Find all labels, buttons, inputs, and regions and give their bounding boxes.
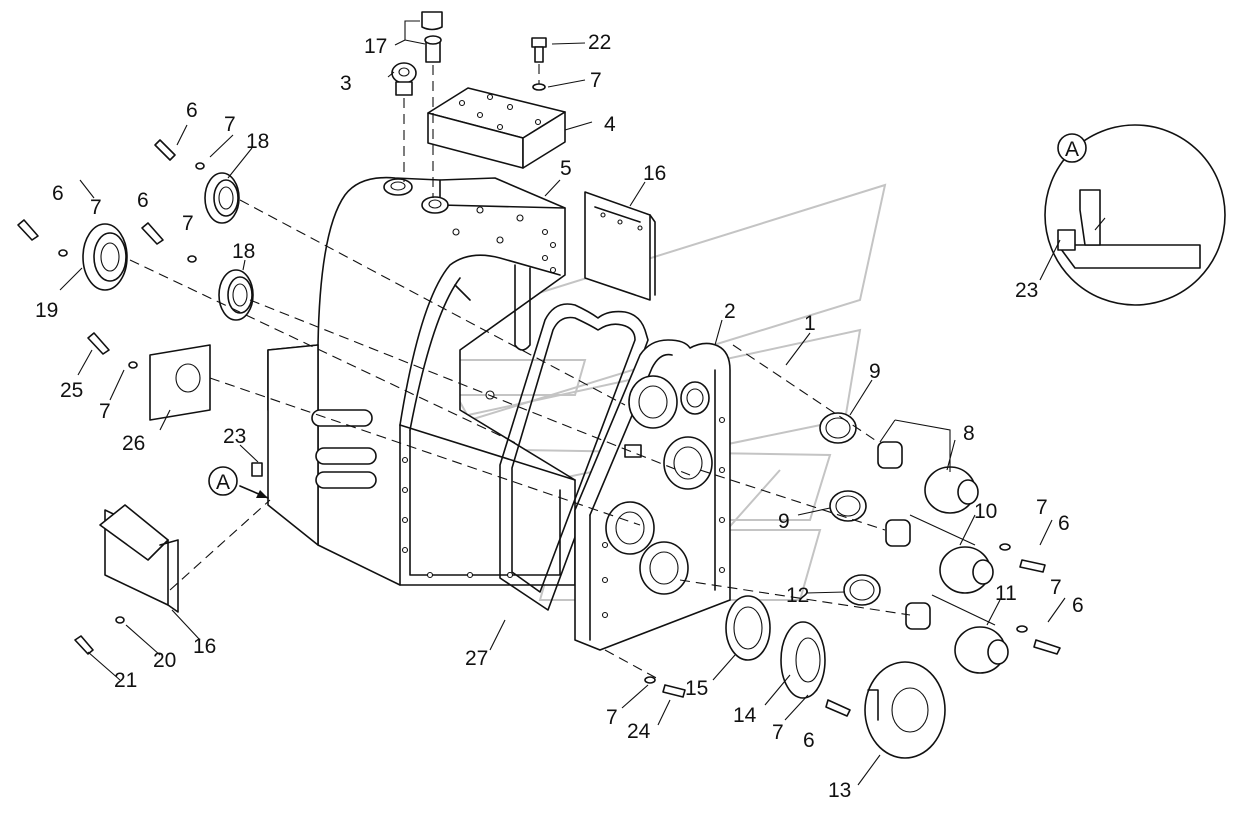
callout-8: 8	[963, 422, 975, 445]
callout-7: 7	[99, 400, 111, 423]
callout-12: 12	[786, 584, 809, 607]
callout-2: 2	[724, 300, 736, 323]
callout-3: 3	[340, 72, 352, 95]
callout-24: 24	[627, 720, 651, 743]
callout-6: 6	[137, 189, 149, 212]
callout-7: 7	[1050, 576, 1062, 599]
callout-7: 7	[606, 706, 618, 729]
breather-assembly	[421, 11, 443, 198]
callout-23: 23	[223, 425, 246, 448]
section-arrow-label: A	[216, 471, 230, 494]
callout-6: 6	[1072, 594, 1084, 617]
callout-6: 6	[52, 182, 64, 205]
side-cover-plate	[584, 191, 656, 301]
callout-9: 9	[869, 360, 881, 383]
bearing-cap-upper	[204, 172, 240, 224]
callout-13: 13	[828, 779, 851, 802]
callout-7: 7	[772, 721, 784, 744]
housing-bolt-holes	[401, 206, 557, 579]
callout-7: 7	[90, 196, 102, 219]
detail-view-marker	[1057, 133, 1087, 163]
callout-25: 25	[60, 379, 83, 402]
callout-6: 6	[1058, 512, 1070, 535]
callout-22: 22	[588, 31, 611, 54]
drive-pulley	[864, 661, 946, 759]
callout-14: 14	[733, 704, 757, 727]
callout-20: 20	[153, 649, 176, 672]
lifting-eye-bolt	[391, 62, 417, 182]
output-flange	[780, 621, 826, 699]
callout-7: 7	[1036, 496, 1048, 519]
callout-7: 7	[182, 212, 194, 235]
bearing-cups	[877, 441, 931, 630]
assembly-lines	[129, 199, 911, 681]
callout-26: 26	[122, 432, 145, 455]
flange-plate	[149, 344, 211, 421]
top-cover-plate	[427, 87, 566, 169]
callout-19: 19	[35, 299, 58, 322]
callout-16: 16	[643, 162, 666, 185]
callout-17: 17	[364, 35, 387, 58]
housing-mounting-slots	[311, 409, 377, 489]
housing-top-bosses	[383, 178, 449, 214]
callout-9: 9	[778, 510, 790, 533]
callout-10: 10	[974, 500, 997, 523]
callout-18: 18	[232, 240, 255, 263]
end-cover	[574, 339, 731, 651]
callout-18: 18	[246, 130, 269, 153]
callout-27: 27	[465, 647, 488, 670]
bearing-cap-lower	[218, 269, 254, 321]
section-arrow	[208, 466, 269, 499]
callout-5: 5	[560, 157, 572, 180]
bearing-caps-right	[924, 466, 1009, 674]
callout-11: 11	[995, 582, 1017, 605]
callout-1: 1	[804, 312, 816, 335]
gearbox-housing	[267, 176, 576, 586]
callout-4: 4	[604, 113, 616, 136]
gaskets-rings	[725, 412, 881, 661]
flange-housing	[82, 223, 128, 291]
callout-6: 6	[803, 729, 815, 752]
callout-21: 21	[114, 669, 137, 692]
leader-lines	[59, 20, 1106, 786]
gasket	[499, 303, 649, 611]
detail-view-label: A	[1065, 138, 1079, 161]
callout-7: 7	[590, 69, 602, 92]
callout-16: 16	[193, 635, 216, 658]
callout-15: 15	[685, 677, 708, 700]
part-callouts: 1 2 3 4 5 6 6 6 6 6 6 7 7 7 7 7 7 7 7 7 …	[35, 31, 1084, 802]
callout-23: 23	[1015, 279, 1038, 302]
callout-7: 7	[224, 113, 236, 136]
callout-6: 6	[186, 99, 198, 122]
bolts-and-washers	[17, 139, 1061, 717]
cover-bolt	[531, 37, 547, 91]
detail-view-circle	[1044, 124, 1226, 306]
mounting-bracket	[99, 504, 179, 613]
